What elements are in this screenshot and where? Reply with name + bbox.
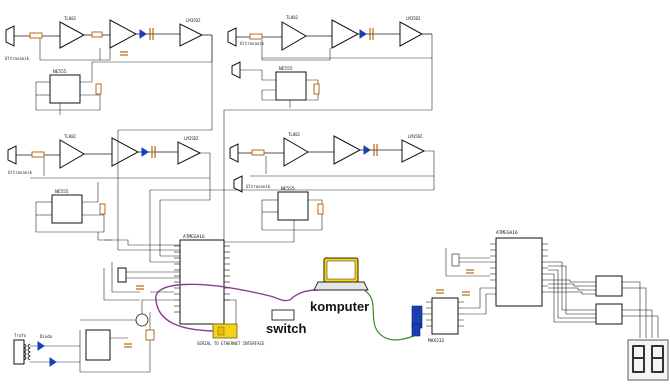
switch-label: switch [266,321,307,336]
timer-chip-label: NE555 [55,189,69,195]
interface-label: SERIAL TO ETHERNET INTERFACE [197,341,265,346]
network-switch-icon [271,309,295,321]
sensor-label: Ultrasonik [5,56,30,61]
opamp-label: LM35DZ [408,134,423,139]
mcu-label: ATMEGA16 [496,230,518,236]
power-supply: Trafo Dioda [13,299,174,373]
transformer-label: Trafo [14,333,27,338]
timer-chip-label: NE555 [281,186,295,192]
ultrasonic-transducer-icon [229,143,239,163]
serial-cable [363,289,415,341]
sensor-stage-4: TL082 LM35DZ Ultrasonik NE555 [229,132,435,236]
display-controller: MAX232 ATMEGA16 [411,230,669,381]
opamp-label: TL082 [64,16,77,21]
mcu-label: ATMEGA16 [183,234,205,240]
sensor-label: Ultrasonik [240,41,265,46]
timer-chip-label: NE555 [279,66,293,72]
sensor-stage-2: TL082 LM35DZ Ultrasonik NE555 [227,15,433,108]
signal-bus [104,58,435,263]
ultrasonic-transducer-icon [231,61,241,79]
diode-label: Dioda [40,334,53,339]
opamp-label: LM35DZ [406,16,421,21]
max232-label: MAX232 [428,338,445,344]
sensor-label: Ultrasonik [8,170,33,175]
opamp-label: TL082 [288,132,301,137]
main-microcontroller: ATMEGA16 [103,234,230,325]
ultrasonic-transducer-icon [233,175,243,193]
sensor-stage-1: TL082 LM35DZ Ultrasonik NE555 [5,16,213,115]
serial-ethernet-module: SERIAL TO ETHERNET INTERFACE [197,299,265,346]
sensor-stage-3: TL082 LM35DZ Ultrasonik NE555 [7,134,211,241]
opamp-label: LM35DZ [184,136,199,141]
opamp-label: LM35DZ [186,18,201,23]
ultrasonic-transducer-icon [5,25,15,47]
seven-segment-display-icon [627,339,669,381]
computer-label: komputer [310,299,369,314]
ethernet-cable [155,283,291,332]
ultrasonic-transducer-icon [227,27,237,47]
opamp-label: TL082 [286,15,299,20]
ethernet-module-icon [212,323,238,339]
ultrasonic-transducer-icon [7,145,17,165]
timer-chip-label: NE555 [53,69,67,75]
sensor-label: Ultrasonik [246,184,271,189]
opamp-label: TL082 [64,134,77,139]
network-devices: switch komputer [155,257,415,341]
